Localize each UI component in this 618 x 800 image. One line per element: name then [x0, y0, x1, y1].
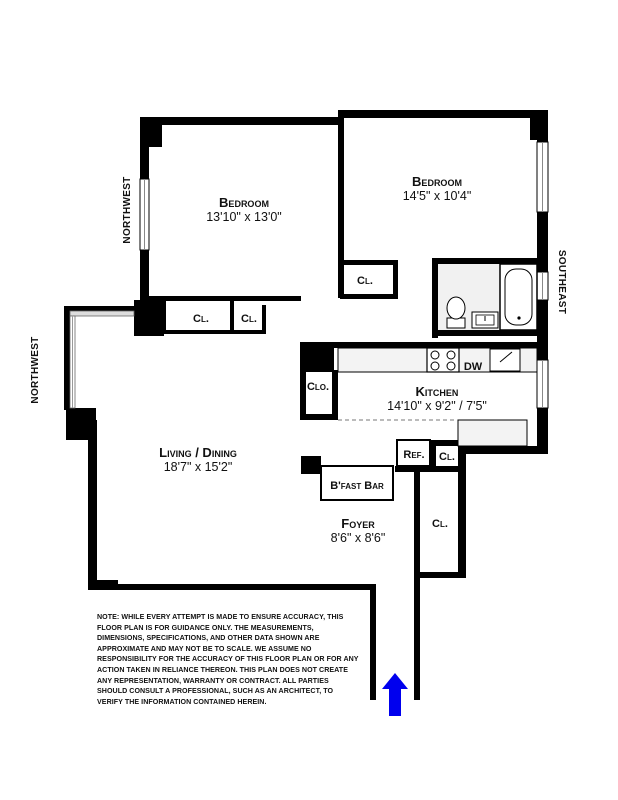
wall-ref-right: [430, 440, 436, 468]
window-bay-top: [69, 310, 135, 317]
wall-closet-a-bottom: [162, 330, 232, 334]
wall-bedroom1-left-a: [140, 117, 149, 179]
wall-bedroom1-left-b: [140, 250, 149, 335]
wall-coat-closet-bottom: [300, 414, 338, 420]
wall-kitchen-bottom: [458, 446, 548, 454]
wall-foyer-closet-bottom: [414, 572, 466, 578]
wall-bay-left: [64, 306, 70, 410]
wall-closet-c-right: [393, 260, 398, 299]
kitchen-fixtures: [320, 347, 538, 501]
wall-living-left: [88, 420, 97, 590]
room-name-kitchen: Kitchen: [416, 384, 459, 399]
label-coat-closet: Clo.: [307, 381, 329, 393]
label-closet-bedroom2: Cl.: [357, 275, 373, 287]
breakfast-bar: [320, 465, 394, 501]
wall-closet-a-right: [230, 296, 234, 334]
wall-right-c: [537, 300, 548, 360]
label-refrigerator: Ref.: [403, 449, 424, 461]
wall-ref-top: [430, 440, 466, 446]
wall-closet-c-top: [340, 260, 398, 265]
room-dims-living: 18'7" x 15'2": [164, 460, 233, 474]
disclaimer-note: Note: While every attempt is made to ens…: [97, 613, 359, 706]
room-dims-bedroom1: 13'10" x 13'0": [206, 210, 282, 224]
wall-bath-top: [432, 258, 548, 264]
wall-bar-column: [301, 456, 321, 474]
orientation-northwest-lower: NORTHWEST: [30, 336, 41, 403]
wall-bedroom1-top: [140, 117, 340, 125]
label-closet-bedroom1-a: Cl.: [193, 313, 209, 325]
wall-bedroom2-top: [338, 110, 546, 118]
drain-icon: [517, 316, 521, 320]
wall-coat-closet-left: [300, 342, 306, 420]
room-dims-kitchen: 14'10" x 9'2" / 7'5": [387, 399, 487, 413]
room-name-foyer: Foyer: [341, 516, 375, 531]
bathroom-fixtures: [438, 263, 538, 331]
wall-living-bottom: [96, 584, 376, 590]
wall-right-a: [537, 110, 548, 142]
orientation-northwest-upper: NORTHWEST: [122, 176, 133, 243]
refrigerator: [396, 439, 431, 467]
wall-bath-left: [432, 258, 438, 338]
kitchen-counter-lower: [457, 419, 528, 447]
wall-entry-right: [414, 572, 420, 700]
wall-foyer-right: [458, 446, 466, 576]
wall-closet-a-left: [162, 296, 166, 334]
label-breakfast-bar: B'fast Bar: [330, 480, 384, 492]
wall-bath-bottom: [432, 330, 548, 336]
toilet-icon: [446, 296, 466, 320]
wall-right-b: [537, 212, 548, 272]
wall-foyer-closet-left: [414, 466, 420, 578]
room-dims-foyer: 8'6" x 8'6": [331, 531, 386, 545]
walls: [64, 110, 548, 700]
wall-column-w: [134, 300, 164, 336]
label-closet-kitchen: Cl.: [439, 451, 455, 463]
label-closet-foyer: Cl.: [432, 518, 448, 530]
wall-closet-c-bottom: [340, 294, 398, 299]
wall-coat-closet-right: [332, 370, 338, 420]
wall-closet-b-right: [262, 305, 266, 334]
room-name-living: Living / Dining: [159, 445, 237, 460]
wall-right-d: [537, 408, 548, 453]
room-dims-bedroom2: 14'5" x 10'4": [403, 189, 472, 203]
label-closet-bedroom1-b: Cl.: [241, 313, 257, 325]
windows: [69, 141, 549, 409]
wall-bay-top: [64, 306, 140, 312]
wall-bedroom1-bottom: [149, 296, 301, 301]
orientation-southeast: SOUTHEAST: [556, 250, 567, 314]
wall-bedroom-divider: [338, 110, 344, 298]
room-name-bedroom1: Bedroom: [219, 195, 269, 210]
bathtub-basin: [504, 268, 533, 326]
wall-entry-left: [370, 584, 376, 700]
wall-ref-bottom: [395, 466, 466, 472]
label-dishwasher: DW: [464, 361, 483, 373]
entry-arrow-icon[interactable]: [382, 673, 408, 716]
room-name-bedroom2: Bedroom: [412, 174, 462, 189]
wall-closet-b-bottom: [230, 330, 265, 334]
wall-kitchen-top: [300, 342, 548, 348]
kitchen-sink-icon: [489, 348, 521, 372]
